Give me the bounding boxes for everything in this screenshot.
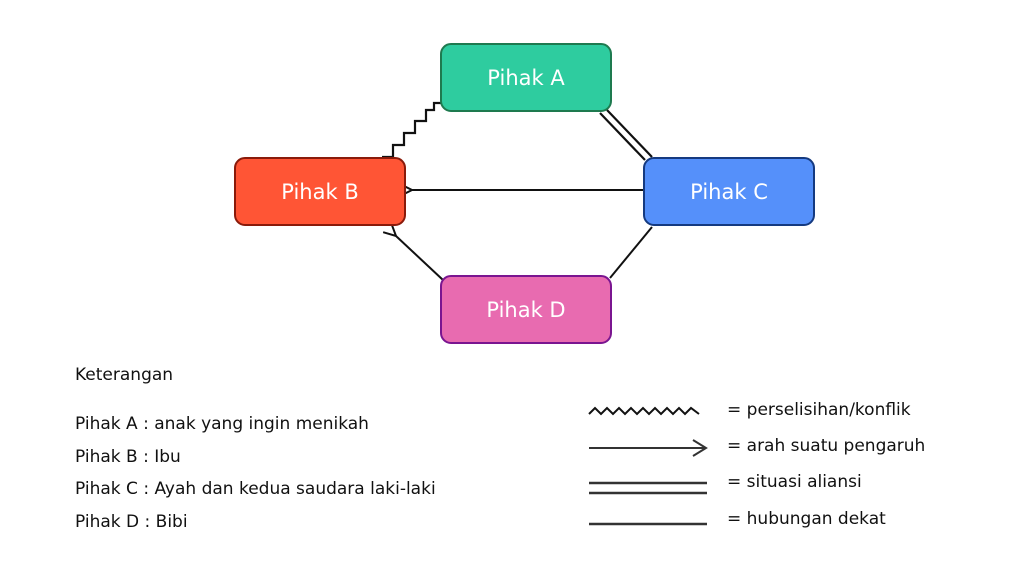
edge-close-d-c bbox=[609, 226, 653, 279]
edge-conflict-b-a bbox=[382, 101, 441, 159]
key-conflict-symbol bbox=[588, 406, 700, 416]
key-label-close: = hubungan dekat bbox=[727, 509, 886, 529]
node-pihak-c: Pihak C bbox=[643, 157, 815, 226]
node-pihak-a: Pihak A bbox=[440, 43, 612, 112]
key-label-conflict: = perselisihan/konflik bbox=[727, 400, 911, 420]
legend-item: Pihak C : Ayah dan kedua saudara laki-la… bbox=[75, 479, 436, 499]
key-label-influence: = arah suatu pengaruh bbox=[727, 436, 926, 456]
key-influence-symbol bbox=[589, 439, 708, 457]
node-pihak-d: Pihak D bbox=[440, 275, 612, 344]
key-label-alliance: = situasi aliansi bbox=[727, 472, 862, 492]
node-pihak-b: Pihak B bbox=[234, 157, 406, 226]
legend-title: Keterangan bbox=[75, 365, 174, 385]
legend-list: Pihak A : anak yang ingin menikah Pihak … bbox=[75, 408, 436, 538]
key-alliance-symbol bbox=[589, 481, 707, 495]
edge-influence-d-b bbox=[396, 236, 444, 281]
legend-item: Pihak D : Bibi bbox=[75, 511, 188, 532]
legend-item: Pihak A : anak yang ingin menikah bbox=[75, 414, 369, 434]
legend-item: Pihak B : Ibu bbox=[75, 446, 181, 467]
edge-alliance-a-c bbox=[599, 109, 653, 161]
